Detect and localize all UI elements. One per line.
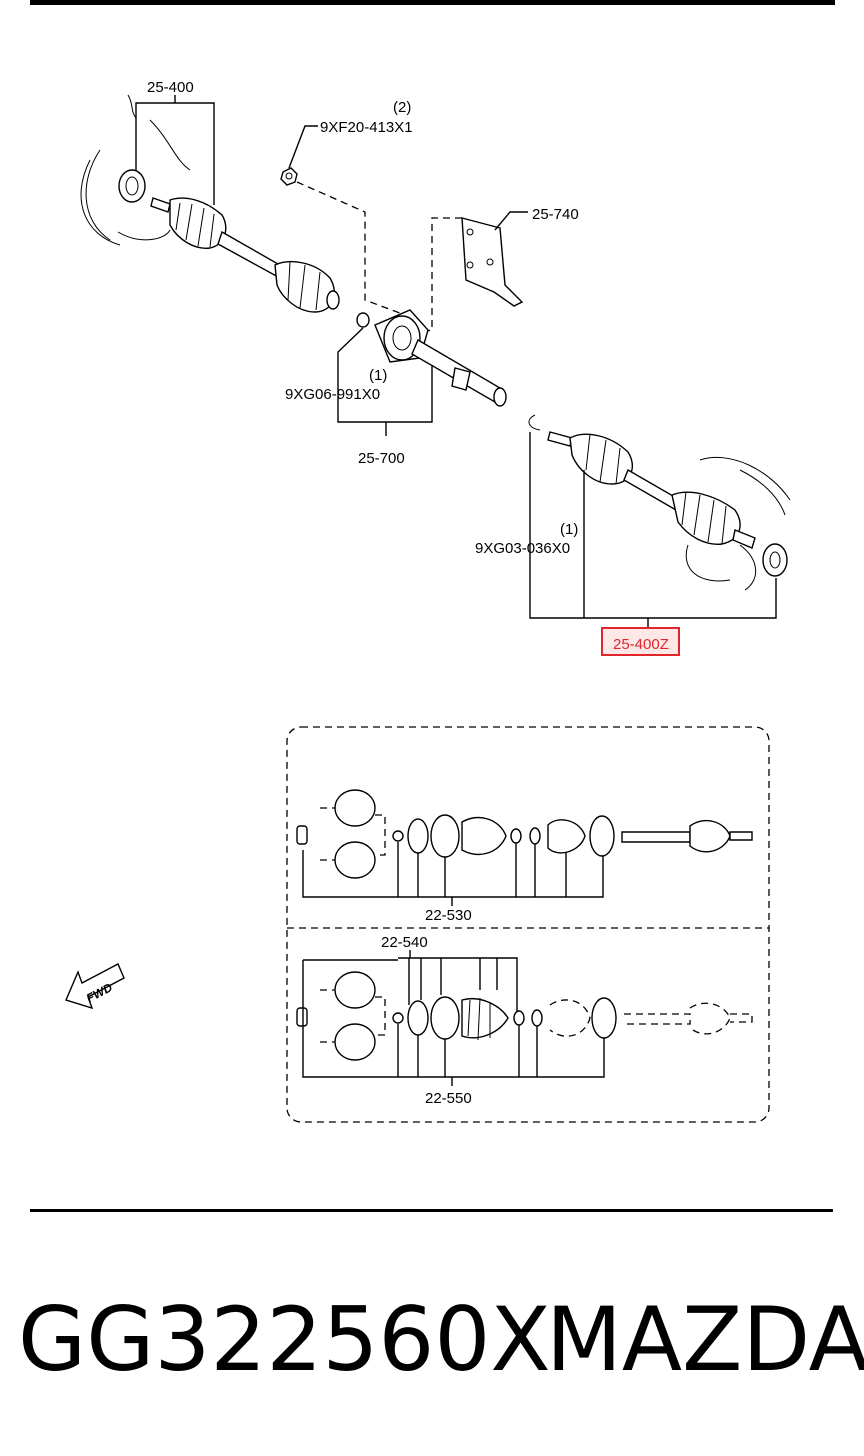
circlip-9xg06 bbox=[356, 312, 370, 328]
outer-cv-boot-left bbox=[169, 197, 227, 249]
oil-seal-left bbox=[118, 169, 146, 203]
intermediate-shaft-25-700 bbox=[337, 309, 507, 436]
label-22-550: 22-550 bbox=[425, 1090, 472, 1107]
label-25-740: 25-740 bbox=[532, 206, 579, 223]
inner-joint-kit-lower bbox=[296, 950, 753, 1086]
fwd-arrow-icon bbox=[65, 963, 125, 1010]
label-22-540: 22-540 bbox=[381, 934, 428, 951]
oil-seal-right bbox=[762, 543, 788, 577]
nut-9xf20 bbox=[280, 125, 406, 316]
part-number: GG322560X bbox=[18, 1288, 551, 1391]
inset-frame bbox=[286, 726, 770, 1123]
label-22-530: 22-530 bbox=[425, 907, 472, 924]
label-9xg03-036x0: 9XG03-036X0 bbox=[475, 540, 570, 557]
label-9xg06-991x0: 9XG06-991X0 bbox=[285, 386, 380, 403]
highlight-box-25-400z bbox=[601, 627, 680, 656]
left-driveshaft-assembly bbox=[80, 94, 340, 313]
bottom-rule bbox=[30, 1209, 833, 1212]
top-rule bbox=[30, 0, 835, 5]
brand-name: MAZDA bbox=[546, 1288, 864, 1391]
label-9xf20-413x1: 9XF20-413X1 bbox=[320, 119, 413, 136]
label-25-400z[interactable]: 25-400Z bbox=[613, 636, 669, 653]
outer-cv-boot-right bbox=[671, 491, 741, 545]
right-driveshaft-assembly bbox=[528, 414, 791, 630]
inner-joint-kit-upper bbox=[296, 789, 753, 906]
label-qty-2: (2) bbox=[393, 99, 411, 116]
label-qty-1-b: (1) bbox=[560, 521, 578, 538]
label-25-400: 25-400 bbox=[147, 79, 194, 96]
label-25-700: 25-700 bbox=[358, 450, 405, 467]
label-qty-1-a: (1) bbox=[369, 367, 387, 384]
circlip-9xg03 bbox=[528, 414, 541, 431]
bracket-25-740 bbox=[419, 211, 528, 333]
detail-inset bbox=[286, 726, 770, 1123]
